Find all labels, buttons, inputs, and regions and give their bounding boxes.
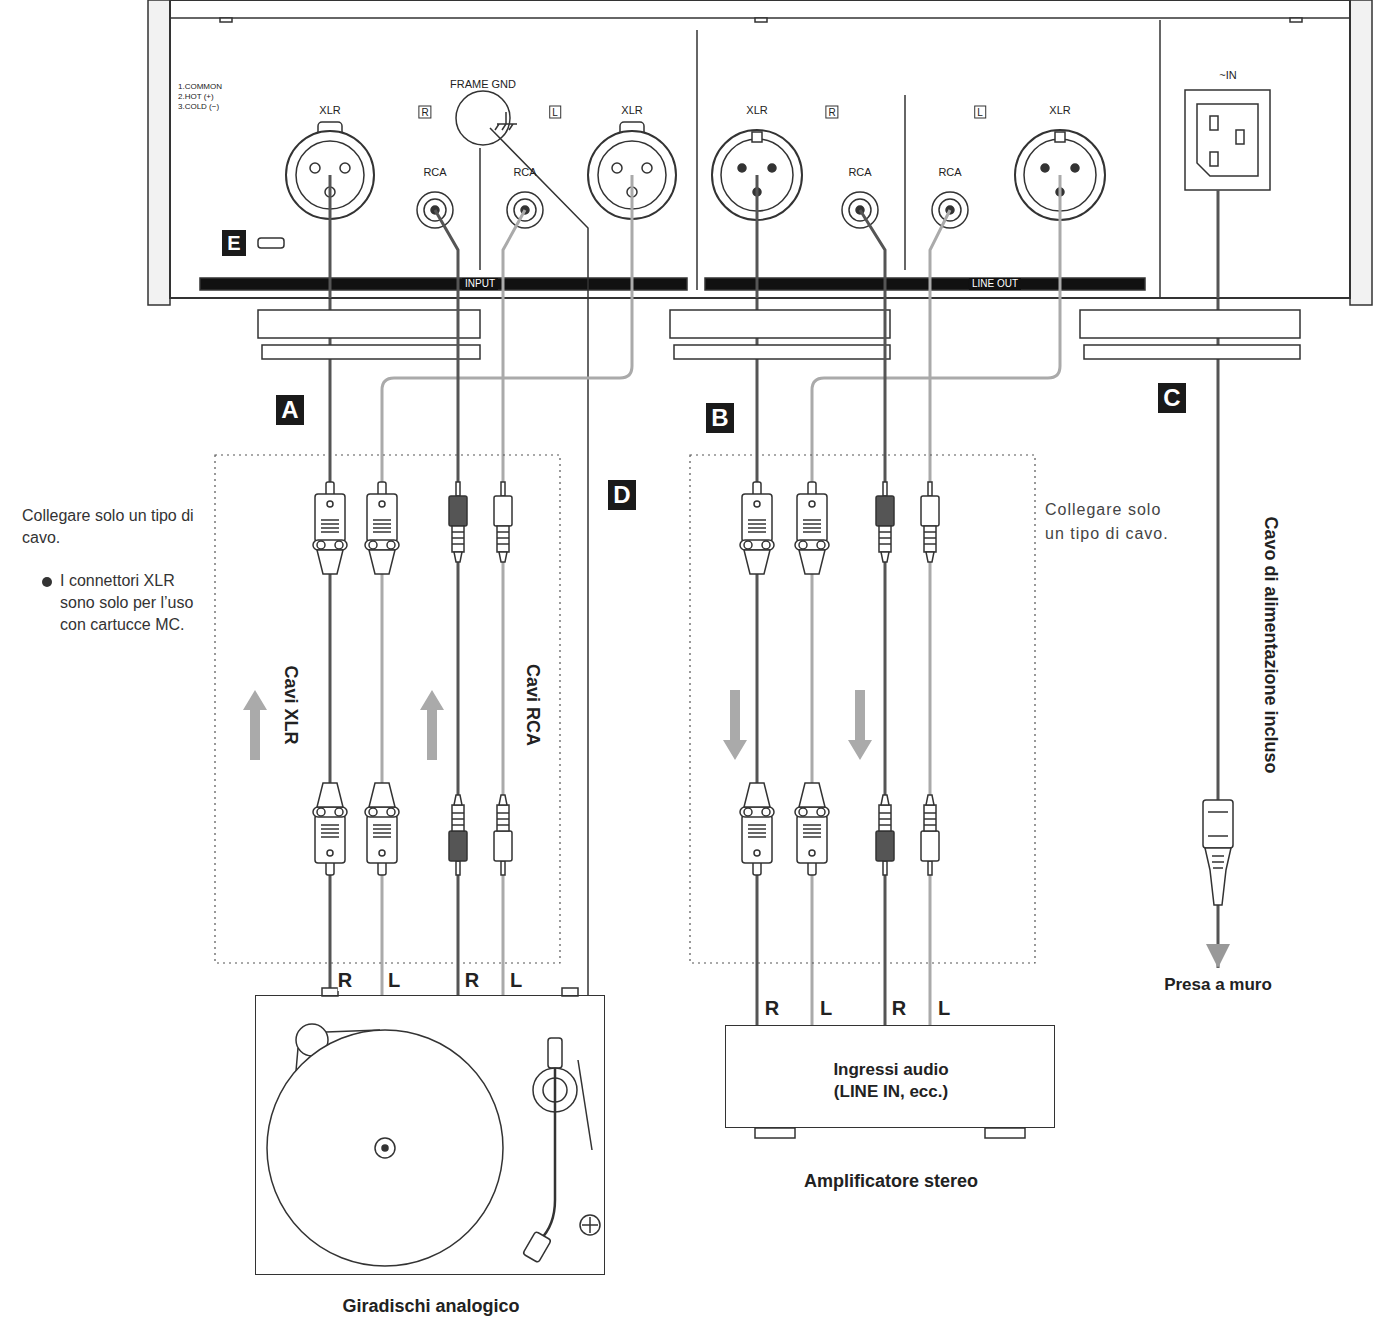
pin-legend: 3.COLD (−) (178, 102, 219, 112)
device-name: Amplificatore stereo (804, 1170, 978, 1192)
channel-mark: R (892, 997, 906, 1019)
connector-name: ~IN (1219, 69, 1236, 82)
note: Collegare solo un tipo di cavo. (1045, 498, 1170, 546)
destination-name: Presa a muro (1164, 974, 1272, 996)
pin-legend: 2.HOT (+) (178, 92, 214, 102)
device-rear-panel: INPUT LINE OUT (150, 0, 1370, 298)
callout-letter: B (706, 403, 734, 433)
turntable-illustration (267, 988, 600, 1266)
channel-mark: R (418, 106, 431, 119)
channel-mark: L (938, 997, 950, 1019)
channel-mark: R (338, 969, 352, 991)
cable-group-outline (215, 455, 1035, 963)
bullet (42, 577, 52, 587)
connector-name: XLR (621, 104, 642, 117)
direction-arrows (243, 690, 872, 760)
connector-name: RCA (848, 166, 871, 179)
connector-name: RCA (938, 166, 961, 179)
input-name: Ingressi audio (LINE IN, ecc.) (816, 1059, 966, 1103)
panel-section-name: LINE OUT (969, 278, 1021, 290)
callout-letter: D (608, 480, 636, 510)
channel-mark: L (510, 969, 522, 991)
callout-letter: E (222, 230, 246, 256)
note: Collegare solo un tipo di cavo. (22, 505, 207, 549)
connector-name: RCA (513, 166, 536, 179)
channel-mark: L (388, 969, 400, 991)
turntable: Giradischi analogico (255, 995, 605, 1275)
callout-letter: C (1158, 383, 1186, 413)
device-name: Giradischi analogico (342, 1295, 519, 1317)
plugs (313, 482, 939, 875)
amplifier-box: Ingressi audio (LINE IN, ecc.)Amplificat… (725, 1025, 1055, 1128)
channel-mark: L (820, 997, 832, 1019)
cable-name: Cavi XLR (280, 665, 301, 744)
amplifier-feet (755, 1128, 1025, 1138)
callout-letter: A (276, 395, 304, 425)
cable-name: Cavi RCA (522, 664, 543, 746)
channel-mark: R (465, 969, 479, 991)
pin-legend: 1.COMMON (178, 82, 222, 92)
cables (330, 128, 1218, 1025)
channel-mark: R (765, 997, 779, 1019)
wall-outlet: Presa a muro (1164, 974, 1272, 996)
cable-connector (756, 298, 759, 1025)
note: I connettori XLR sono solo per l’uso con… (60, 570, 210, 636)
channel-mark: L (549, 106, 561, 119)
cable-connector (587, 298, 589, 995)
connector-name: XLR (746, 104, 767, 117)
terminal-name: FRAME GND (450, 78, 516, 91)
connector-name: XLR (1049, 104, 1070, 117)
rear-panel (148, 0, 1372, 359)
connector-name: XLR (319, 104, 340, 117)
cable-name: Cavo di alimentazione incluso (1260, 516, 1281, 773)
power-plug (1203, 800, 1233, 905)
panel-section-name: INPUT (462, 278, 498, 290)
connector-name: RCA (423, 166, 446, 179)
cable-connector (329, 298, 332, 995)
channel-mark: L (974, 106, 986, 119)
channel-mark: R (825, 106, 838, 119)
